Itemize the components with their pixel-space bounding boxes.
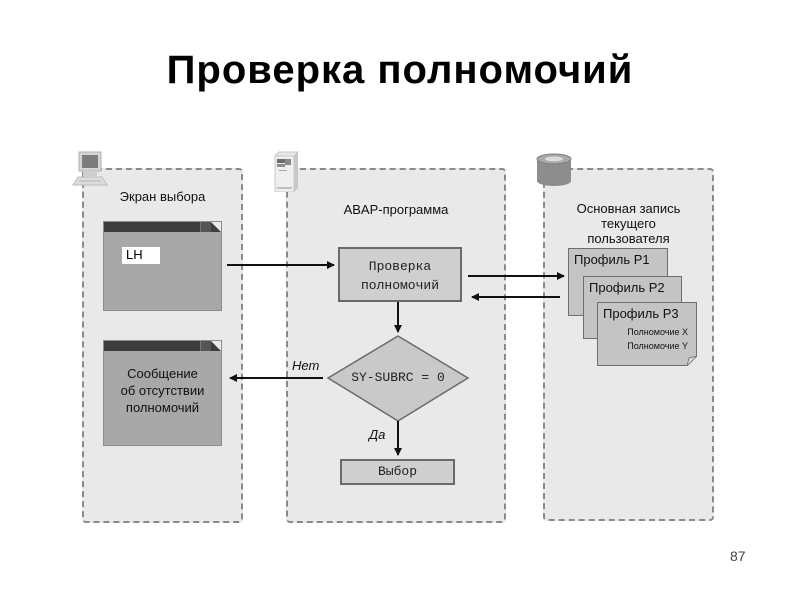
message-line-1: Сообщение bbox=[127, 366, 198, 381]
database-icon bbox=[534, 152, 574, 193]
page-title: Проверка полномочий bbox=[166, 48, 634, 92]
yes-branch-label: Да bbox=[369, 427, 386, 442]
decision-condition: SY-SUBRC = 0 bbox=[351, 370, 445, 385]
selection-result-box: Выбор bbox=[340, 459, 455, 485]
no-authorization-message-window: Сообщение об отсутствии полномочий bbox=[103, 340, 222, 446]
computer-icon bbox=[70, 150, 110, 195]
window-button bbox=[200, 341, 211, 351]
authority-check-line-2: полномочий bbox=[360, 278, 439, 293]
profile-card-p3: Профиль P3 Полномочие X Полномочие Y bbox=[597, 302, 697, 366]
abap-program-label: ABAP-программа bbox=[343, 202, 449, 217]
no-branch-label: Нет bbox=[292, 358, 320, 373]
profile-name: Профиль P3 bbox=[603, 306, 679, 321]
window-corner bbox=[211, 341, 221, 351]
selection-screen-label: Экран выбора bbox=[119, 189, 206, 204]
profile-name: Профиль P2 bbox=[589, 280, 665, 295]
message-line-3: полномочий bbox=[125, 400, 200, 415]
selection-screen-window: LH bbox=[103, 221, 222, 311]
user-master-label-1: Основная запись bbox=[576, 201, 681, 216]
authority-check-box: Проверка полномочий bbox=[338, 247, 462, 302]
user-master-label-3: пользователя bbox=[587, 231, 670, 246]
window-button bbox=[200, 222, 211, 232]
server-icon bbox=[272, 150, 302, 197]
input-field[interactable]: LH bbox=[122, 247, 160, 264]
message-line-2: об отсутствии bbox=[120, 383, 205, 398]
page-number: 87 bbox=[730, 548, 746, 564]
window-title-bar bbox=[104, 341, 221, 351]
window-title-bar bbox=[104, 222, 221, 232]
user-master-label-2: текущего bbox=[601, 216, 656, 231]
profile-name: Профиль P1 bbox=[574, 252, 650, 267]
authorization-x: Полномочие X bbox=[627, 327, 688, 337]
page-curl-icon bbox=[687, 356, 697, 366]
window-corner bbox=[211, 222, 221, 232]
authorization-y: Полномочие Y bbox=[627, 341, 688, 351]
authority-check-line-1: Проверка bbox=[368, 259, 432, 274]
